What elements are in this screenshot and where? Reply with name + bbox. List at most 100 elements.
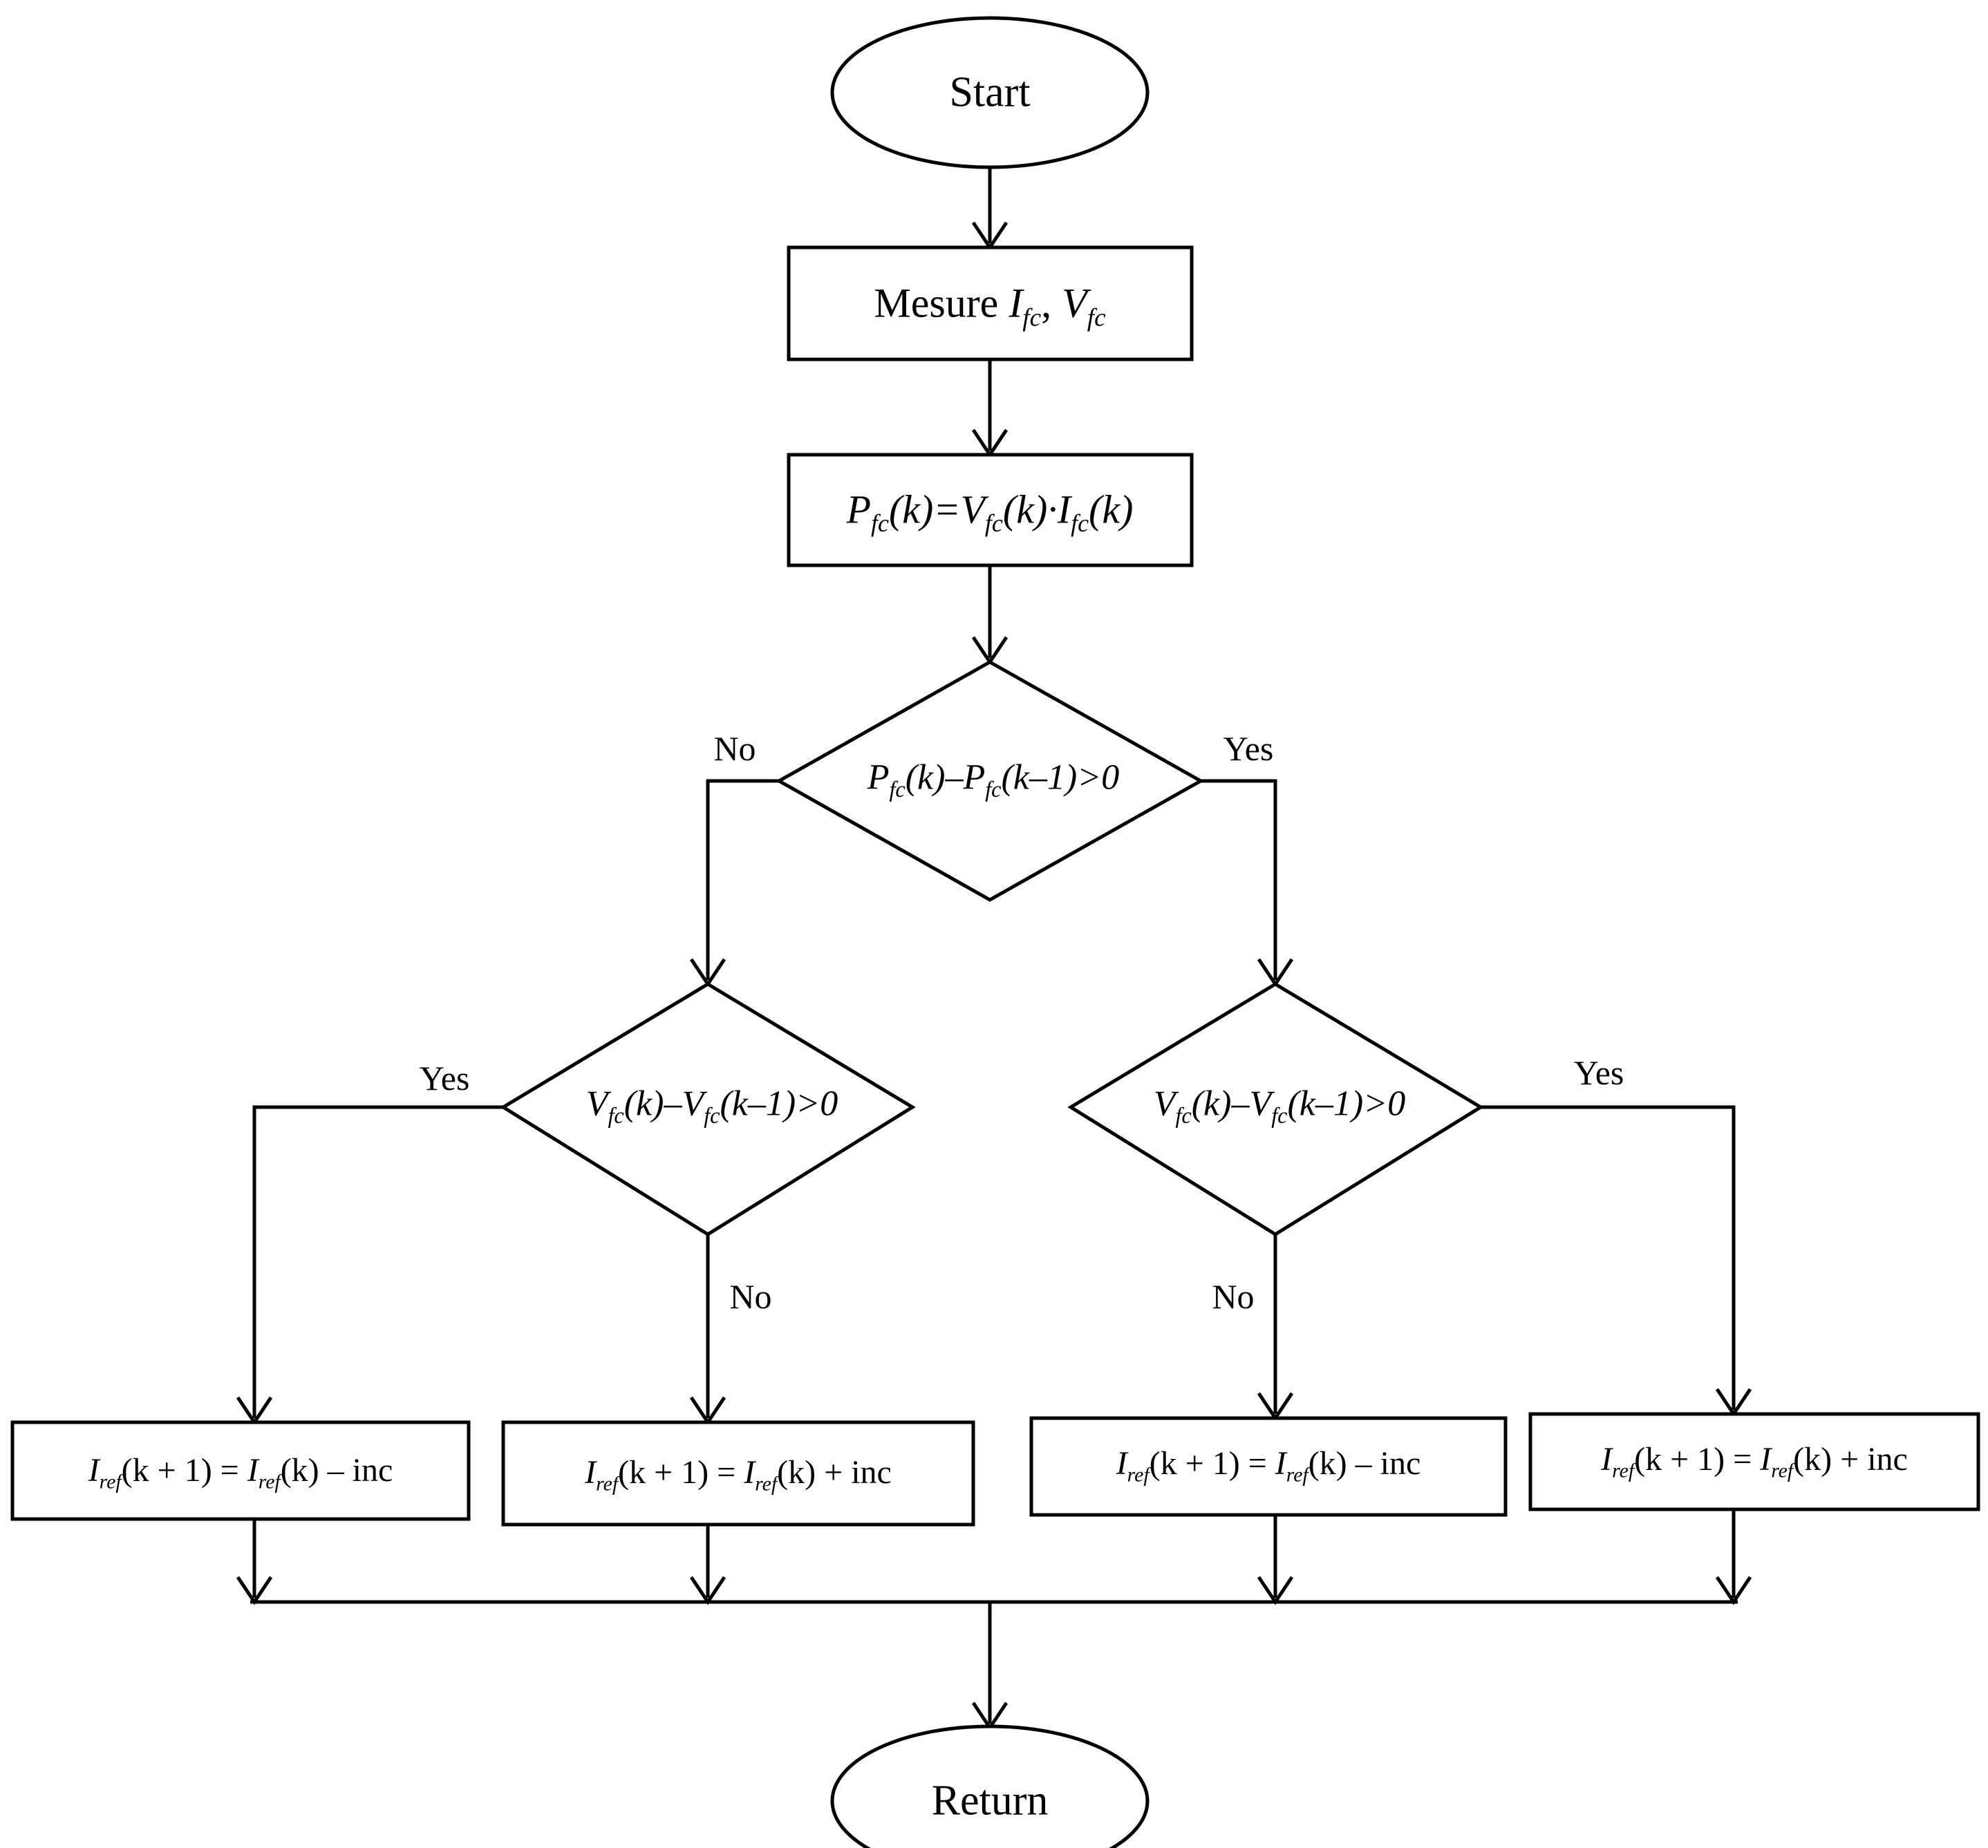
a2-eq: = [709,1453,744,1491]
action4-formula: Iref(k + 1) = Iref(k) + inc [1601,1440,1908,1481]
node-action3[interactable] [1029,1416,1508,1517]
branch-label-power-no: No [713,728,756,768]
power-i: I [1057,487,1071,532]
branch-label-left-yes: Yes [419,1058,470,1097]
a3-op: – [1347,1444,1380,1482]
dvr-b-sub: fc [1271,1103,1288,1129]
a1-lhs-sub: ref [99,1470,122,1493]
a4-op: + [1832,1440,1868,1478]
dvl-b: V [682,1084,704,1124]
decision-voltage-right-formula: Vfc(k)–Vfc(k–1)>0 [1154,1084,1406,1126]
a3-lhs: I [1116,1444,1127,1482]
node-decision-power[interactable] [775,660,1205,902]
edge-power-to-decision [971,565,1009,666]
a4-lhs-sub: ref [1612,1459,1635,1482]
node-start[interactable] [830,16,1150,169]
dp-b-arg: (k–1) [1001,757,1078,798]
power-eq: = [933,487,961,532]
branch-label-right-yes: Yes [1573,1053,1624,1092]
edge-right-diamond-no-to-action3 [1257,1234,1294,1422]
dvl-a: V [585,1084,608,1124]
edge-action3-to-merge [1257,1514,1294,1605]
node-action2[interactable] [501,1420,975,1527]
start-label: Start [949,68,1031,116]
a4-rhs-arg: (k) [1793,1440,1832,1478]
measure-var2: V [1062,280,1087,326]
a2-lhs-arg: (k + 1) [618,1453,709,1491]
edge-measure-to-power [971,359,1009,458]
measure-var1-sub: fc [1022,303,1042,332]
a4-rhs-sub: ref [1771,1459,1794,1482]
a3-eq: = [1239,1444,1275,1482]
dvr-b-arg: (k–1) [1287,1084,1364,1124]
dp-b-sub: fc [985,777,1002,802]
dvl-a-sub: fc [608,1103,624,1129]
node-decision-voltage-right[interactable] [1067,982,1484,1236]
decision-power-formula: Pfc(k)–Pfc(k–1)>0 [868,757,1120,800]
a3-lhs-sub: ref [1127,1463,1150,1487]
a2-rhs-sub: ref [755,1472,778,1496]
dp-a-arg: (k) [905,757,946,798]
dp-cmp: >0 [1077,757,1120,798]
power-v: V [960,487,985,532]
node-return[interactable] [830,1724,1150,1848]
measure-separator: , [1041,280,1062,326]
dvl-b-sub: fc [704,1103,720,1129]
power-p-sub: fc [871,509,889,538]
edge-decision-no-to-left-diamond [689,779,779,988]
a3-rhs-sub: ref [1286,1463,1309,1487]
power-p: P [846,487,872,532]
dp-a-sub: fc [889,777,906,802]
a1-rhs-arg: (k) [280,1451,319,1489]
action1-formula: Iref(k + 1) = Iref(k) – inc [88,1451,393,1492]
dvr-b: V [1249,1084,1272,1124]
dvr-minus: – [1231,1084,1250,1124]
a2-rhs-arg: (k) [777,1453,816,1491]
edge-action2-to-merge [689,1518,726,1605]
action3-formula: Iref(k + 1) = Iref(k) – inc [1116,1444,1421,1485]
a4-lhs: I [1601,1440,1613,1478]
a4-rhs: I [1760,1440,1772,1478]
a1-rhs: I [247,1451,259,1489]
dvl-minus: – [664,1084,682,1124]
a3-rhs-arg: (k) [1308,1444,1347,1482]
branch-label-left-no: No [729,1276,772,1316]
node-action4[interactable] [1528,1412,1980,1511]
node-power[interactable] [787,453,1194,567]
a2-term: inc [851,1453,892,1491]
edge-merge-to-return [971,1602,1009,1731]
a4-eq: = [1725,1440,1761,1478]
node-action1[interactable] [10,1420,471,1521]
a1-lhs-arg: (k + 1) [121,1451,212,1489]
dvr-cmp: >0 [1363,1084,1406,1124]
a2-rhs: I [744,1453,756,1491]
node-measure[interactable] [787,245,1194,361]
node-decision-voltage-left[interactable] [500,982,916,1236]
power-v-arg: (k) [1002,487,1048,532]
branch-label-power-yes: Yes [1223,728,1274,768]
a1-op: – [319,1451,353,1489]
dvl-a-arg: (k) [623,1084,664,1124]
edge-action4-to-merge [1715,1508,1752,1605]
edge-action1-to-merge [236,1518,273,1605]
power-i-arg: (k) [1089,487,1134,532]
dp-b: P [963,757,986,798]
a3-lhs-arg: (k + 1) [1149,1444,1240,1482]
a4-term: inc [1867,1440,1908,1478]
a4-lhs-arg: (k + 1) [1634,1440,1725,1478]
power-i-sub: fc [1071,509,1089,538]
return-label: Return [931,1777,1049,1825]
dvr-a-sub: fc [1175,1103,1192,1129]
edge-right-diamond-yes-to-action4 [1481,1105,1752,1417]
measure-var2-sub: fc [1087,303,1106,332]
dvl-cmp: >0 [796,1084,838,1124]
a2-lhs-sub: ref [596,1472,619,1496]
edge-decision-yes-to-right-diamond [1201,779,1294,988]
a1-lhs: I [88,1451,100,1489]
measure-word: Mesure [874,280,999,326]
power-dot: · [1047,487,1058,532]
edge-left-diamond-yes-to-action1 [236,1105,503,1426]
a1-term: inc [352,1451,393,1489]
a2-lhs: I [585,1453,597,1491]
